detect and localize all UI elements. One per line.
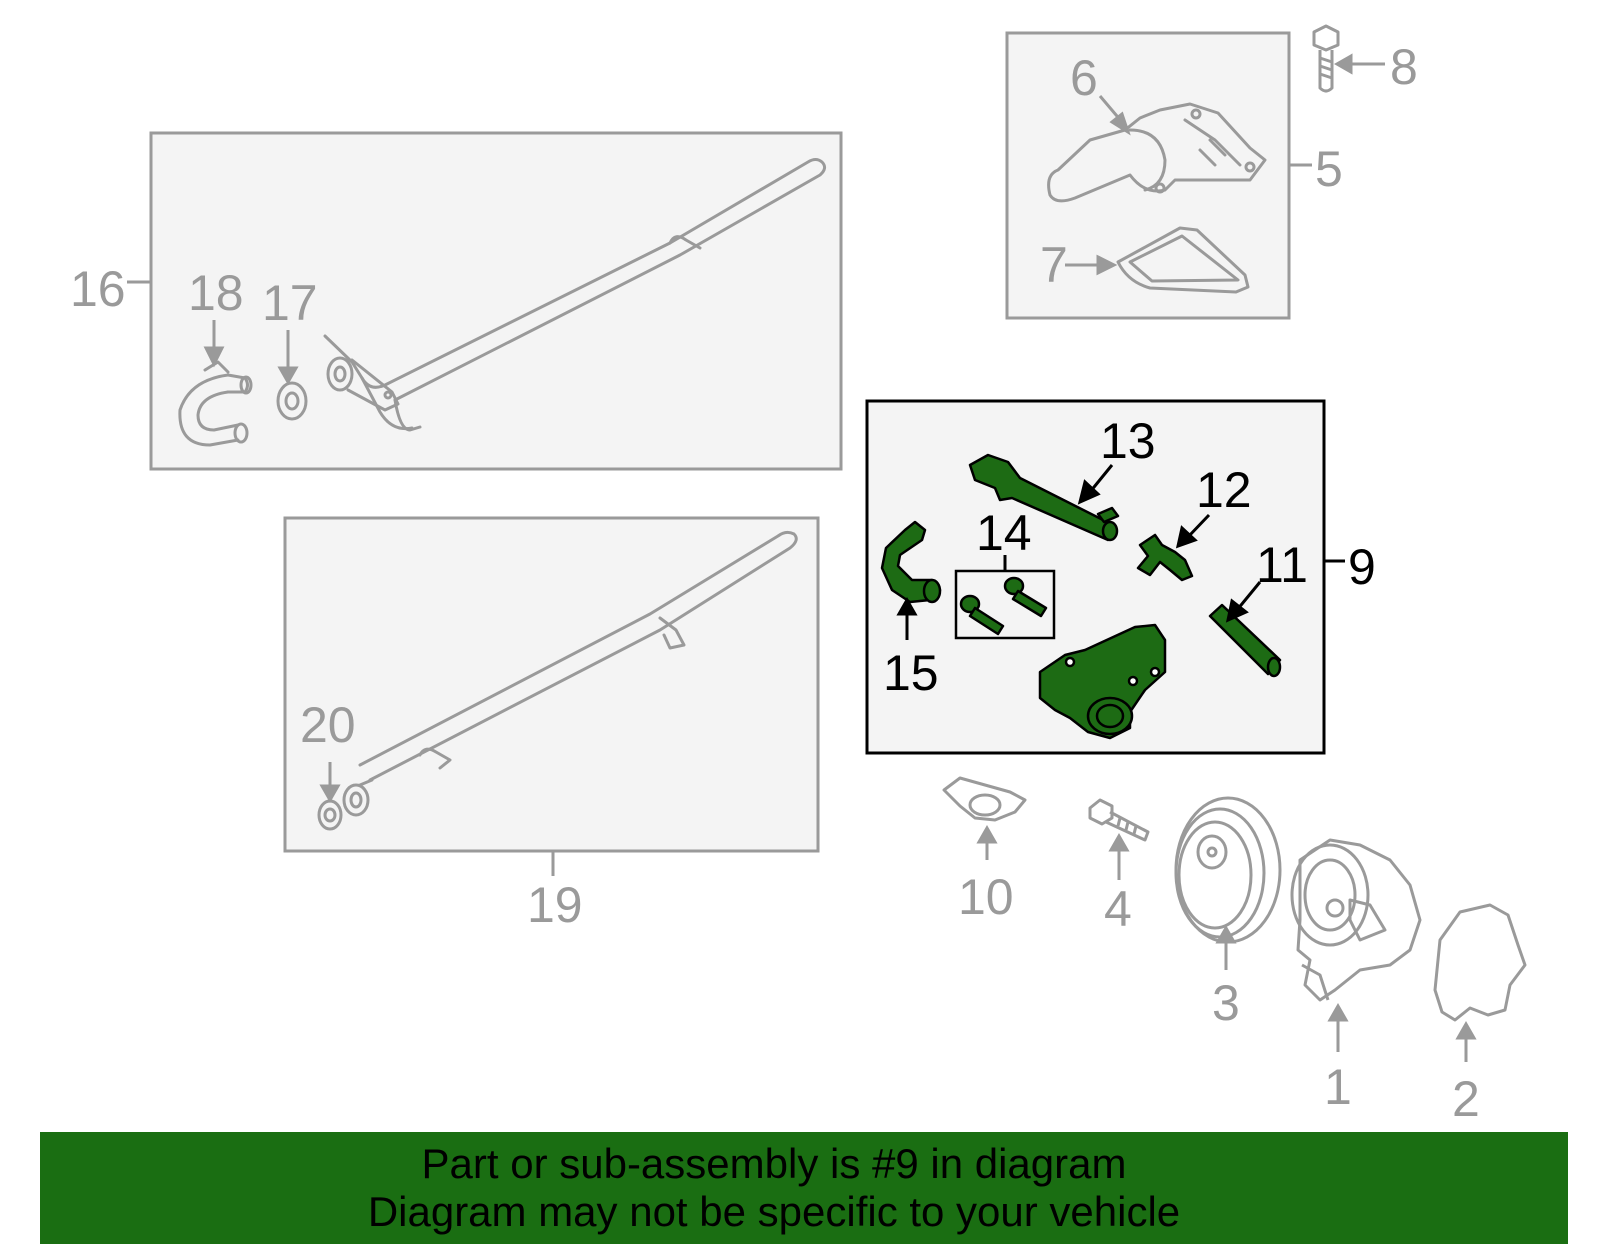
leader-lines-black — [896, 464, 1345, 640]
part-18-hose — [178, 360, 253, 447]
part-11-hose — [1208, 603, 1282, 678]
callout-17: 17 — [262, 275, 318, 331]
callout-11: 11 — [1256, 537, 1308, 593]
info-banner: Part or sub-assembly is #9 in diagram Di… — [40, 1132, 1568, 1244]
part-1-water-pump — [1290, 838, 1422, 1002]
part-5-housing — [1047, 102, 1267, 203]
leader-lines — [127, 53, 1477, 1062]
callout-2: 2 — [1452, 1071, 1480, 1127]
callout-9: 9 — [1348, 539, 1376, 595]
callout-1: 1 — [1324, 1059, 1352, 1115]
group-box-9 — [865, 399, 1326, 755]
part-15-hose — [880, 520, 942, 604]
callout-19: 19 — [527, 877, 583, 933]
callout-5: 5 — [1315, 141, 1343, 197]
callout-4: 4 — [1104, 881, 1132, 937]
part-19-pipe — [342, 530, 798, 817]
part-10-gasket — [942, 776, 1027, 822]
callout-13: 13 — [1100, 413, 1156, 469]
part-14-bolt-b — [1003, 576, 1048, 618]
callout-14: 14 — [976, 505, 1032, 561]
callout-16: 16 — [70, 261, 126, 317]
part-3-pulley — [1174, 796, 1282, 944]
callout-12: 12 — [1196, 462, 1252, 518]
part-12-tee — [1136, 533, 1194, 582]
part-17-ring — [276, 381, 308, 421]
part-14-bolt-a — [959, 594, 1005, 636]
callout-6: 6 — [1070, 50, 1098, 106]
callout-18: 18 — [188, 265, 244, 321]
banner-line-2: Diagram may not be specific to your vehi… — [367, 1188, 1181, 1235]
banner-line-1: Part or sub-assembly is #9 in diagram — [421, 1140, 1127, 1187]
callout-3: 3 — [1212, 975, 1240, 1031]
part-4-bolt — [1088, 798, 1150, 842]
group-box-16 — [149, 131, 843, 471]
callout-15: 15 — [883, 645, 939, 701]
part-8-bolt — [1312, 24, 1340, 93]
part-7-gasket — [1116, 226, 1250, 294]
part-9-housing — [1038, 623, 1167, 740]
part-2-gasket — [1433, 903, 1527, 1022]
part-13-pipe — [968, 453, 1120, 542]
callout-10: 10 — [958, 869, 1014, 925]
part-16-pipe — [323, 158, 827, 432]
callout-8: 8 — [1390, 39, 1418, 95]
callout-20: 20 — [300, 697, 356, 753]
callout-7: 7 — [1040, 237, 1068, 293]
